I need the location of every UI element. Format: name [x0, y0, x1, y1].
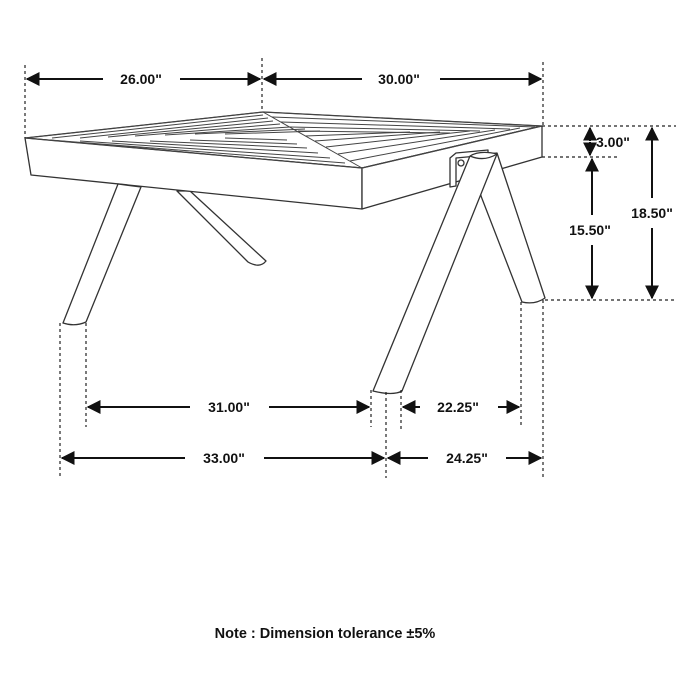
dimension-lines	[25, 72, 659, 465]
right-back-leg	[475, 152, 546, 304]
extension-lines	[24, 58, 676, 478]
dim-tabletop-thickness: 3.00"	[596, 134, 630, 150]
front-left-leg	[62, 183, 142, 326]
table-illustration	[24, 111, 546, 395]
tabletop-planks	[24, 111, 543, 169]
dimension-labels: 26.00" 30.00" 3.00" 15.50" 18.50" 31.00"…	[120, 71, 673, 466]
dim-inner-leg-span-front: 31.00"	[208, 399, 250, 415]
dim-overall-height: 18.50"	[631, 205, 673, 221]
dim-outer-leg-span-side: 24.25"	[446, 450, 488, 466]
dim-top-left-width: 26.00"	[120, 71, 162, 87]
back-left-leg	[176, 190, 267, 266]
dim-outer-leg-span-front: 33.00"	[203, 450, 245, 466]
tolerance-note: Note : Dimension tolerance ±5%	[215, 626, 436, 642]
dim-leg-clearance-height: 15.50"	[569, 222, 611, 238]
right-front-leg	[372, 151, 498, 395]
dim-inner-leg-span-side: 22.25"	[437, 399, 479, 415]
dim-top-right-depth: 30.00"	[378, 71, 420, 87]
